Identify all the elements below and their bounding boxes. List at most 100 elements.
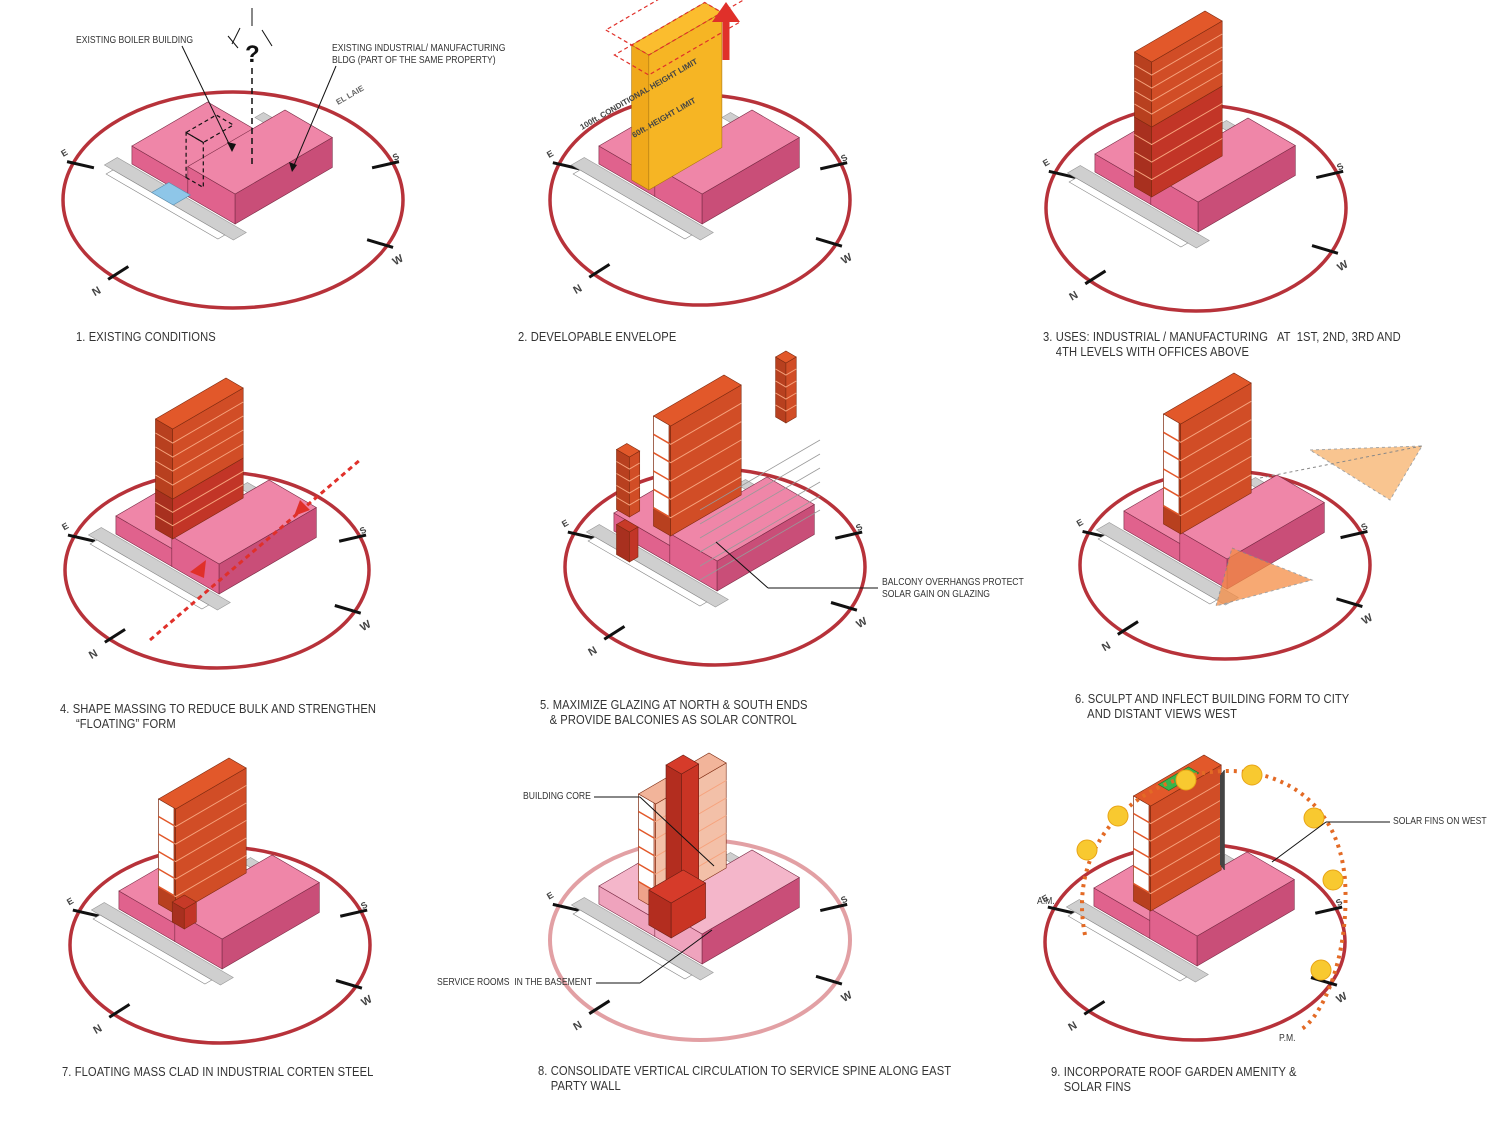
exploded-north-floor-line (616, 497, 640, 506)
upper-levels-floor-line (155, 415, 244, 458)
compass-label-n: N (586, 645, 599, 659)
service-base-face-top (648, 869, 707, 904)
pink-block-east (171, 479, 317, 595)
service-base (648, 869, 707, 939)
exploded-south-face-top (775, 350, 797, 364)
compass-label-e: E (545, 148, 555, 160)
corten-tower-balcony-slab (158, 868, 175, 879)
compass-label-s: S (1335, 161, 1345, 173)
caption-8: 8. CONSOLIDATE VERTICAL CIRCULATION TO S… (538, 1063, 952, 1093)
compass-tick (1048, 169, 1077, 180)
compass-label-s: S (854, 522, 864, 534)
label-building-core: BUILDING CORE (523, 791, 591, 802)
exploded-south (775, 350, 797, 424)
explode-guide (699, 439, 821, 511)
view-cone-far (1308, 445, 1423, 501)
compass-label-e: E (59, 147, 69, 159)
street-strip-south (1066, 165, 1210, 249)
sidewalk (89, 539, 210, 610)
panel-7 (90, 757, 320, 986)
caption-5: 5. MAXIMIZE GLAZING AT NORTH & SOUTH END… (540, 697, 808, 727)
upper-levels-floor-line (155, 429, 244, 472)
compass-label-w: W (854, 615, 870, 631)
sculpted-tower-balcony-slab (1163, 486, 1180, 497)
street-strip-south (90, 902, 234, 986)
compass-tick (1047, 905, 1076, 915)
office-levels-floor-line (1134, 72, 1223, 115)
sculpted-tower-glazing (1163, 413, 1180, 516)
compass-label-w: W (391, 252, 407, 268)
sidewalk (1067, 911, 1188, 982)
compass-label-s: S (359, 900, 369, 912)
compass-label-n: N (90, 285, 103, 299)
sidewalk (1097, 534, 1218, 605)
sculpted-tower-balcony-slab (1163, 450, 1180, 461)
exploded-south-floor-line (775, 392, 797, 400)
exploded-north-floor-line (616, 485, 640, 494)
question-ray (227, 35, 239, 49)
faint-tower-balcony-slab (638, 828, 655, 839)
sun-icon (1107, 805, 1129, 827)
sculpted-tower-balcony-slab (1163, 468, 1180, 479)
corten-tower-balcony-slab (158, 885, 175, 897)
compass-tick (1336, 597, 1363, 608)
glazed-tower-balcony-slab (653, 470, 670, 481)
upper-levels (154, 377, 244, 500)
panel-1: ?EL LAIE (103, 8, 367, 241)
lower-levels-floor-line (155, 484, 244, 527)
glazed-tower-balcony-slab (653, 452, 670, 463)
final-tower-balcony-slab (1133, 830, 1150, 841)
glazed-tower-glazing (653, 415, 670, 518)
street-strip-south (1065, 899, 1209, 983)
compass-label-w: W (1335, 258, 1351, 274)
wind-arrow-1 (190, 560, 206, 578)
wind-arrow-2 (294, 500, 310, 516)
compass-tick (107, 265, 130, 281)
sidewalk (572, 169, 693, 240)
compass-tick (830, 601, 858, 612)
lower-levels-floor-line (155, 470, 244, 513)
panel-3 (1066, 10, 1296, 249)
industrial-levels-floor-line (1134, 103, 1223, 146)
corten-tower-glazing (158, 798, 175, 897)
compass-label-w: W (359, 993, 375, 1009)
exploded-north-floor-line (616, 473, 640, 482)
compass-label-s: S (1334, 897, 1344, 909)
compass-tick (338, 533, 367, 543)
caption-1: 1. EXISTING CONDITIONS (76, 329, 216, 344)
exploded-base (615, 519, 639, 563)
exploded-south-face-right (785, 356, 797, 424)
panel-9 (1065, 754, 1390, 1032)
upper-levels-floor-line (155, 401, 244, 444)
faint-tower-balcony-slab (638, 810, 655, 822)
exploded-north-face-left (616, 448, 630, 518)
compass-tick (1084, 269, 1107, 286)
compass-tick (72, 908, 101, 918)
street-strip-south (1095, 522, 1239, 606)
caption-7: 7. FLOATING MASS CLAD IN INDUSTRIAL CORT… (62, 1064, 374, 1079)
compass-label-n: N (1067, 289, 1080, 303)
compass-tick (108, 1003, 131, 1019)
compass-label-n: N (91, 1023, 104, 1037)
height-limit-60 (613, 1, 741, 76)
sculpted-tower (1162, 372, 1252, 535)
street-label: EL LAIE (335, 83, 367, 106)
label-solar-fins: SOLAR FINS ON WEST (1393, 816, 1487, 827)
compass-tick (339, 908, 368, 918)
sun-icon (1076, 839, 1098, 861)
question-ray (231, 27, 241, 45)
industrial-levels-floor-line (1134, 120, 1223, 163)
caption-4: 4. SHAPE MASSING TO REDUCE BULK AND STRE… (60, 701, 377, 731)
faint-tower-balcony-slab (638, 863, 655, 874)
boiler-footprint (151, 182, 191, 206)
compass-label-e: E (1040, 893, 1050, 905)
compass-tick (588, 999, 611, 1015)
sidewalk (92, 914, 213, 985)
sidewalk (572, 909, 693, 980)
compass-label-e: E (65, 896, 75, 908)
compass-label-w: W (1334, 990, 1350, 1006)
compass-tick (371, 160, 400, 170)
label-am: A.M. (1037, 896, 1055, 907)
